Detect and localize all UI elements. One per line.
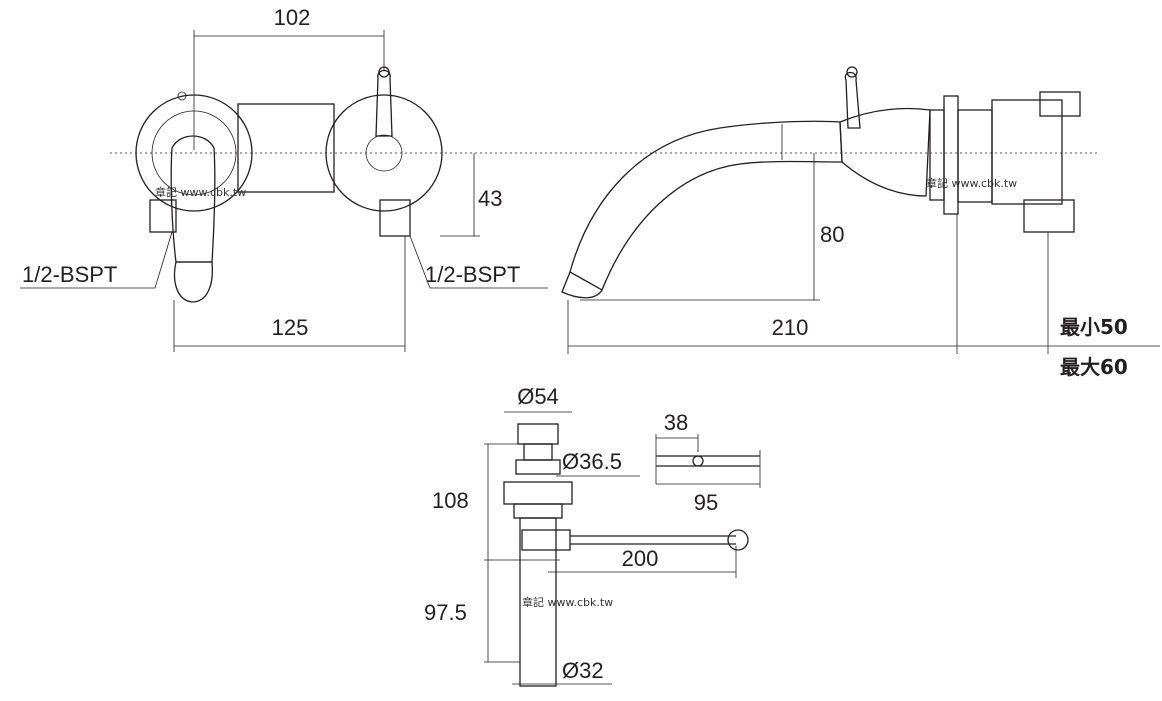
dim-108-label: 108: [432, 488, 469, 513]
cartridge-base: [1023, 199, 1075, 233]
handle-rose: [325, 94, 443, 212]
right-thread-block: [379, 199, 411, 237]
spout-pipe: [170, 135, 216, 263]
drain-flange: [503, 481, 573, 505]
watermark-1: 章記 www.cbk.tw: [155, 185, 246, 199]
drain-pivot: [521, 529, 571, 551]
dim-975-label: 97.5: [424, 600, 467, 625]
dim-43-label: 43: [478, 186, 502, 211]
watermark-3: 章記 www.cbk.tw: [522, 595, 613, 609]
drain-neck: [523, 443, 553, 461]
dim-min-label: 最小50: [1060, 315, 1128, 339]
clip-hole: [692, 455, 704, 467]
handle-hub: [365, 134, 403, 172]
drain-top-cap: [517, 423, 559, 445]
side-lever-cap: [846, 66, 858, 78]
cartridge-body: [991, 99, 1063, 205]
dim-38-label: 38: [664, 410, 688, 435]
cartridge-cap: [1039, 91, 1081, 117]
dim-365-label: Ø36.5: [562, 449, 622, 474]
side-spout-tip: [561, 271, 603, 299]
dim-95-label: 95: [694, 490, 718, 515]
dim-32-label: Ø32: [562, 658, 604, 683]
dim-210-label: 210: [772, 315, 809, 340]
dim-102-label: 102: [274, 5, 311, 30]
spout-outlet: [173, 261, 214, 303]
dim-max-label: 最大60: [1060, 355, 1128, 379]
side-lever: [844, 71, 861, 129]
right-thread-leader: [409, 235, 548, 289]
dim-80-label: 80: [820, 222, 844, 247]
pivot-rod-ball: [727, 529, 749, 551]
lever-handle: [375, 69, 393, 137]
dim-54-label: Ø54: [517, 384, 559, 409]
dim-125-label: 125: [272, 315, 309, 340]
drain-tailpipe: [519, 517, 557, 687]
left-thread-block: [149, 199, 177, 233]
left-thread-leader: [20, 231, 173, 289]
drain-view: Ø54 Ø36.5 108 97.5 200 Ø32 38 95: [424, 384, 761, 687]
right-thread-label: 1/2-BSPT: [425, 262, 520, 287]
back-plate: [237, 103, 335, 193]
dim-200-label: 200: [622, 546, 659, 571]
drain-collar: [515, 459, 561, 475]
side-body: [839, 107, 931, 197]
front-view: 102 43 125 1/2-BSPT 1/2-BSPT: [20, 5, 1100, 352]
side-spout-body: [569, 120, 843, 291]
drain-nut: [513, 503, 563, 519]
wall-flange: [943, 95, 959, 215]
side-view: 80 210 最小50 最大60: [561, 66, 1160, 379]
spout-rose-knob: [177, 91, 187, 101]
watermark-2: 章記 www.cbk.tw: [926, 176, 1017, 190]
left-thread-label: 1/2-BSPT: [22, 262, 117, 287]
